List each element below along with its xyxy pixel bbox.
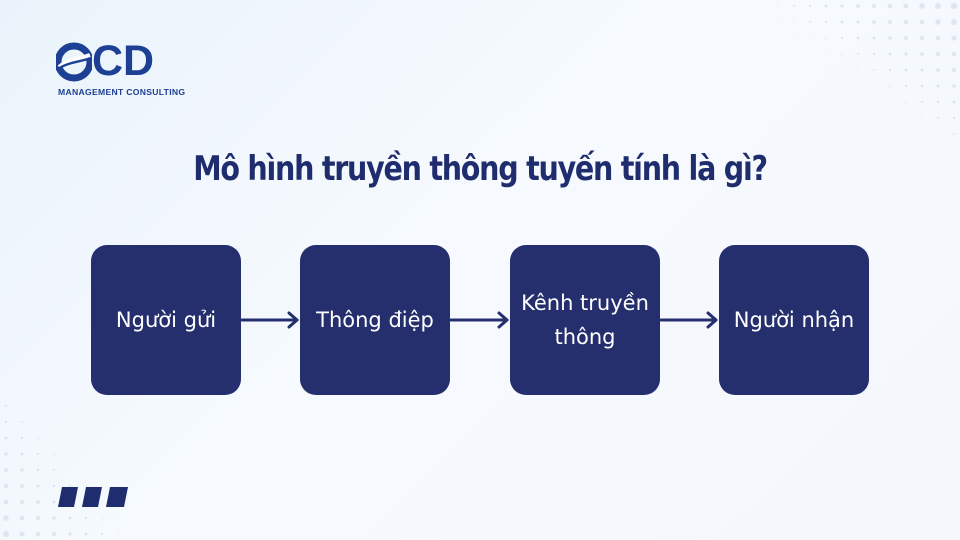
flow-step-channel: Kênh truyền thông xyxy=(510,245,660,395)
flow-step-label: Người nhận xyxy=(733,308,855,332)
arrow-right-icon xyxy=(449,311,509,329)
arrow-right-icon xyxy=(659,311,718,329)
flow-step-sender: Người gửi xyxy=(91,245,241,395)
flow-step-label: Thông điệp xyxy=(316,308,434,332)
company-logo: CD MANAGEMENT CONSULTING xyxy=(56,37,186,102)
logo-text: CD xyxy=(92,37,155,85)
flow-step-label: Kênh truyền thông xyxy=(521,291,649,349)
arrow-right-icon xyxy=(240,311,299,329)
flow-step-label: Người gửi xyxy=(115,308,217,332)
slide-title: Mô hình truyền thông tuyến tính là gì? xyxy=(193,149,768,189)
logo-subtitle: MANAGEMENT CONSULTING xyxy=(58,87,186,97)
flow-step-message: Thông điệp xyxy=(300,245,450,395)
swoosh-logo-icon xyxy=(56,42,92,82)
three-bars-icon xyxy=(58,487,128,507)
flow-step-receiver: Người nhận xyxy=(719,245,869,395)
